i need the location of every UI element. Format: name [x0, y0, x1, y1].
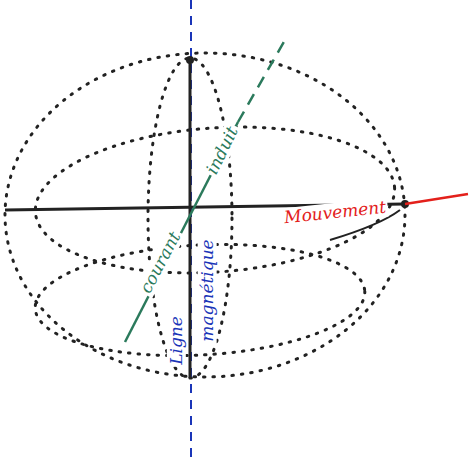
- current-axis-dashed: [238, 40, 285, 122]
- sphere-outline: [5, 53, 405, 377]
- line-label: Ligne: [167, 314, 186, 367]
- parallel-ellipse: [32, 236, 367, 363]
- magnetic-axis: [190, 0, 192, 460]
- magnetic-label: magnétique: [198, 237, 217, 343]
- motion-label: Mouvement: [281, 197, 389, 227]
- current-label: courant: [135, 226, 185, 297]
- pole-dot: [186, 56, 194, 64]
- motion-axis: [405, 194, 468, 204]
- induced-label: induit: [202, 121, 243, 178]
